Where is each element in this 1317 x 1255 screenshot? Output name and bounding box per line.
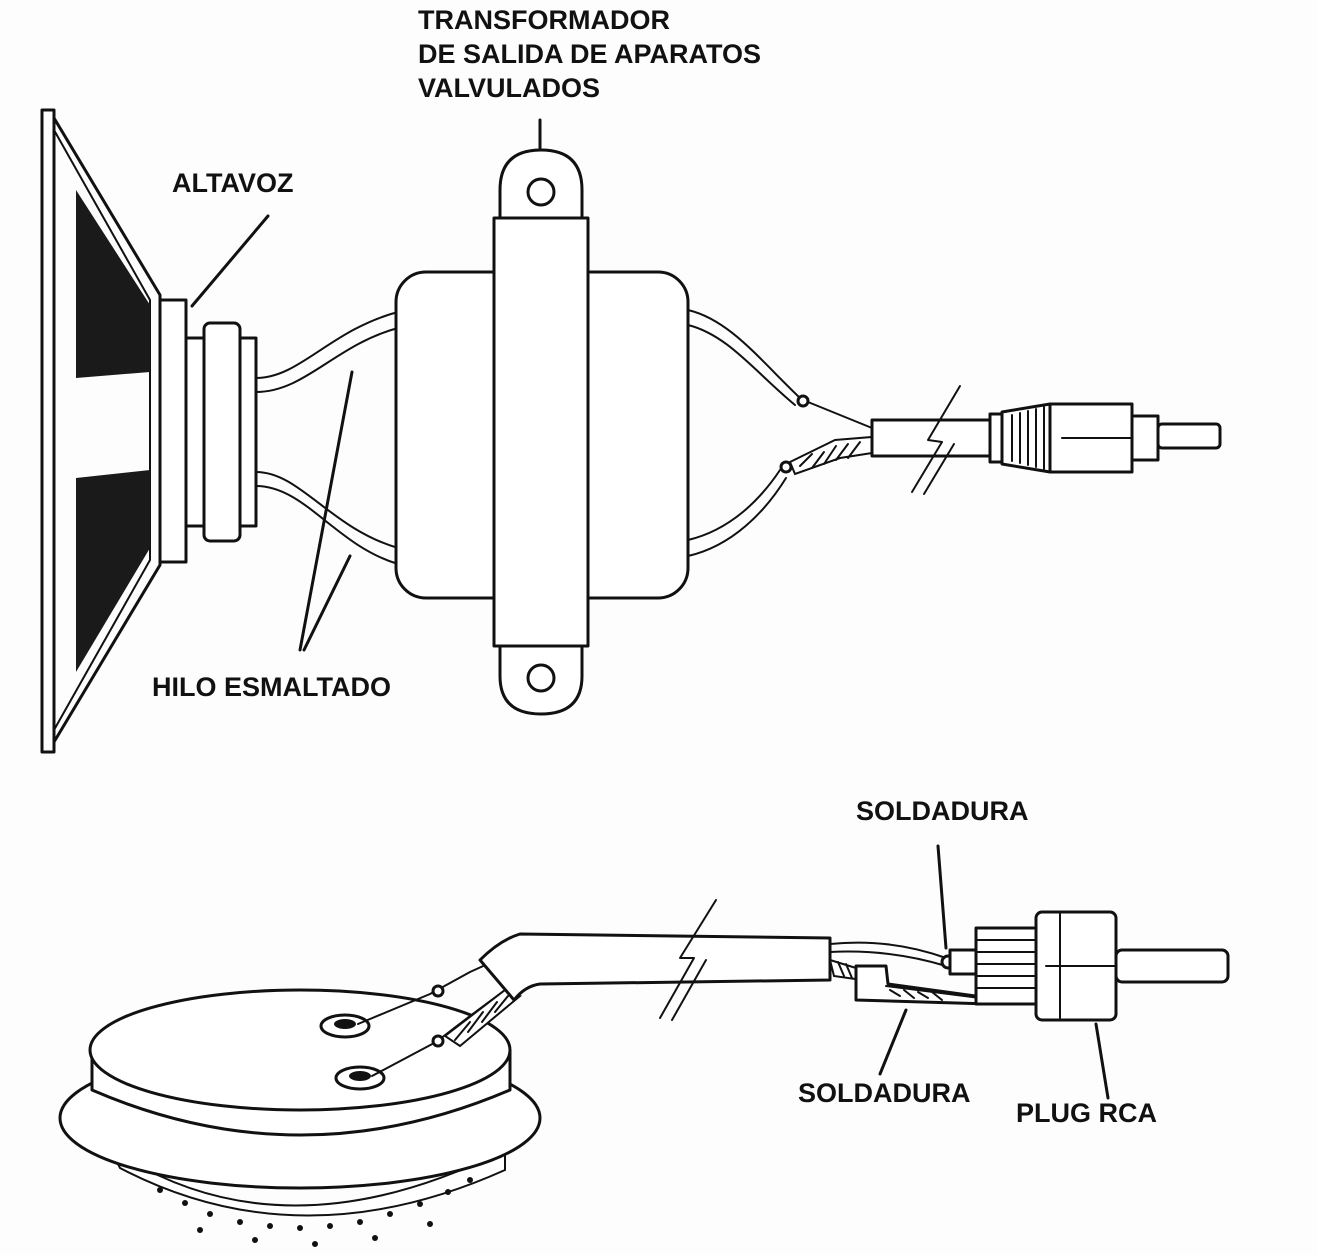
speaker-cone-inner: [53, 129, 151, 731]
label-speaker: ALTAVOZ: [172, 168, 294, 198]
tweeter-wires: [357, 961, 522, 1077]
leader-lines-top: [190, 118, 542, 652]
speaker-cone-shade-upper: [76, 190, 150, 378]
transformer-top-lug: [498, 148, 584, 224]
cable-bottom: [478, 899, 832, 1021]
label-enamelled-wire: HILO ESMALTADO: [152, 672, 391, 702]
transformer: [394, 148, 690, 716]
label-transformer-line1: TRANSFORMADOR: [418, 5, 670, 35]
speaker: [40, 108, 258, 754]
label-solder-bottom: SOLDADURA: [798, 1078, 971, 1108]
cable-top: [870, 385, 992, 495]
transformer-core: [492, 216, 590, 648]
output-wires: [687, 309, 873, 557]
speaker-magnet: [202, 321, 242, 543]
rca-plug-bottom: [828, 910, 1230, 1022]
leader-lines-bottom: [878, 844, 1110, 1100]
tweeter-top: [88, 988, 512, 1112]
transformer-bottom-hole: [526, 663, 556, 693]
transformer-top-hole: [526, 177, 556, 207]
speaker-magnet-cap: [238, 336, 258, 528]
label-solder-top: SOLDADURA: [856, 796, 1029, 826]
piezo-tweeter: [58, 988, 542, 1247]
speaker-basket: [158, 298, 188, 564]
label-transformer-line3: VALVULADOS: [418, 73, 600, 103]
speaker-rim: [40, 108, 56, 754]
rca-plug-top: [988, 402, 1222, 474]
speaker-cone-shade-lower: [76, 470, 150, 672]
speaker-cone: [52, 116, 162, 744]
label-plug-rca: PLUG RCA: [1016, 1098, 1157, 1128]
transformer-bottom-lug: [498, 640, 584, 716]
speaker-magnet-plate: [184, 336, 206, 528]
label-transformer-line2: DE SALIDA DE APARATOS: [418, 39, 762, 69]
enamelled-wires: [255, 311, 399, 565]
